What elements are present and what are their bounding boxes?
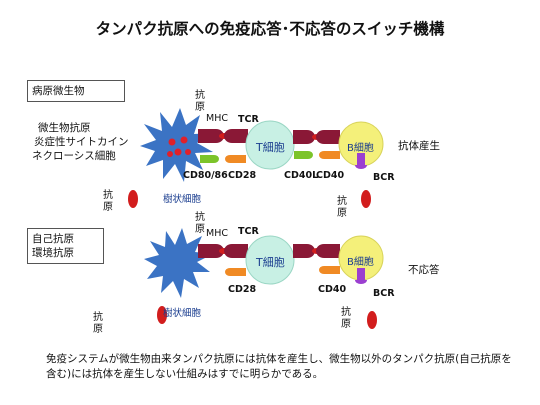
top-tcr-label: TCR (238, 114, 259, 125)
top-tcr (224, 129, 248, 143)
top-antigen-list: 微生物抗原 炎症性サイトカイン ネクローシス細胞 (32, 121, 146, 163)
bottom-antigen-mhc-label: 抗 原 (195, 212, 207, 236)
top-dc-spot (180, 136, 188, 144)
bottom-bcr-label: BCR (373, 288, 395, 299)
top-t-cell-label: T細胞 (256, 141, 285, 154)
bottom-outcome: 不応答 (408, 264, 440, 276)
top-cd28 (225, 155, 246, 163)
bottom-t-cell-label: T細胞 (256, 256, 285, 269)
bottom-mhc-b (316, 244, 340, 258)
top-bcr (355, 165, 367, 169)
top-antigen-item: 炎症性サイトカイン (34, 136, 129, 148)
top-cd80-86-label: CD80/86 (183, 170, 228, 181)
bottom-free-antigen-right (367, 311, 377, 329)
top-outcome: 抗体産生 (398, 140, 440, 152)
top-dendritic-cell-label: 樹状細胞 (163, 194, 202, 205)
antigen-char: 抗 (103, 190, 113, 201)
bottom-b-cell-label: B細胞 (347, 257, 374, 268)
bottom-tcr (224, 244, 248, 258)
bottom-source-item: 自己抗原 (32, 233, 74, 245)
bottom-panel-graphics (144, 228, 384, 329)
top-cd40l-label: CD40L (284, 170, 319, 181)
bottom-bcr-stem (357, 268, 365, 280)
bottom-cd40 (319, 266, 340, 274)
bottom-antigen-char: 抗 (195, 212, 205, 223)
top-cd28-label: CD28 (228, 170, 257, 181)
bottom-tcr-b (293, 244, 315, 258)
bottom-tcr-label: TCR (238, 226, 259, 237)
top-cd40 (319, 151, 340, 159)
top-mhc (198, 129, 224, 143)
top-t-cell (245, 120, 295, 170)
bottom-source-box: 自己抗原 環境抗原 (27, 228, 104, 264)
bottom-cd28 (225, 268, 246, 276)
bottom-mhc-label: MHC (206, 228, 228, 239)
top-panel-graphics (128, 108, 384, 208)
footer-caption: 免疫システムが微生物由来タンパク抗原には抗体を産生し、微生物以外のタンパク抗原(… (46, 353, 512, 380)
top-antigen-mhc-label: 抗 原 (195, 90, 207, 114)
antigen-char: 原 (93, 324, 103, 335)
bottom-mhc (198, 244, 224, 258)
antigen-char: 原 (337, 208, 347, 219)
page-title: タンパク抗原への免疫応答･不応答のスイッチ機構 (95, 20, 445, 38)
antigen-char: 抗 (337, 196, 347, 207)
top-mhc-b (316, 130, 340, 144)
bottom-bcr (355, 280, 367, 284)
top-cd40-label: CD40 (316, 170, 345, 181)
top-mhc-label: MHC (206, 113, 228, 124)
bottom-dendritic-cell-label: 樹状細胞 (163, 308, 202, 319)
bottom-free-antigen-left-label: 抗 原 (93, 312, 105, 336)
top-dc-spot (185, 149, 191, 155)
top-dc-spot (167, 151, 173, 157)
top-antigen-char: 原 (195, 102, 205, 113)
top-antigen-item: ネクローシス細胞 (32, 150, 116, 162)
top-bcr-stem (357, 153, 365, 165)
top-b-cell-label: B細胞 (347, 143, 374, 154)
top-antigen-item: 微生物抗原 (38, 122, 91, 134)
bottom-free-antigen-right-label: 抗 原 (341, 307, 353, 331)
bottom-cd28-label: CD28 (228, 284, 257, 295)
top-source-label: 病原微生物 (32, 85, 85, 97)
bottom-cd40-label: CD40 (318, 284, 347, 295)
top-free-antigen-left-label: 抗 原 (103, 190, 115, 214)
bottom-source-item: 環境抗原 (32, 247, 74, 259)
top-dendritic-cell (140, 108, 214, 182)
antigen-char: 原 (341, 319, 351, 330)
top-dc-spot (174, 148, 182, 156)
bottom-dendritic-cell (144, 228, 213, 298)
top-free-antigen-right (361, 190, 371, 208)
antigen-char: 抗 (93, 312, 103, 323)
top-bcr-label: BCR (373, 172, 395, 183)
antigen-char: 抗 (341, 307, 351, 318)
antigen-char: 原 (103, 202, 113, 213)
top-antigen-char: 抗 (195, 90, 205, 101)
top-cd80-86 (200, 155, 219, 163)
top-cd40l (294, 151, 313, 159)
top-source-box: 病原微生物 (27, 80, 125, 102)
top-dc-spot (168, 138, 176, 146)
bottom-t-cell (245, 235, 295, 285)
bottom-free-antigen-left (157, 306, 167, 324)
top-free-antigen-left (128, 190, 138, 208)
top-tcr-b (293, 130, 315, 144)
bottom-antigen-char: 原 (195, 224, 205, 235)
top-free-antigen-right-label: 抗 原 (337, 196, 349, 220)
